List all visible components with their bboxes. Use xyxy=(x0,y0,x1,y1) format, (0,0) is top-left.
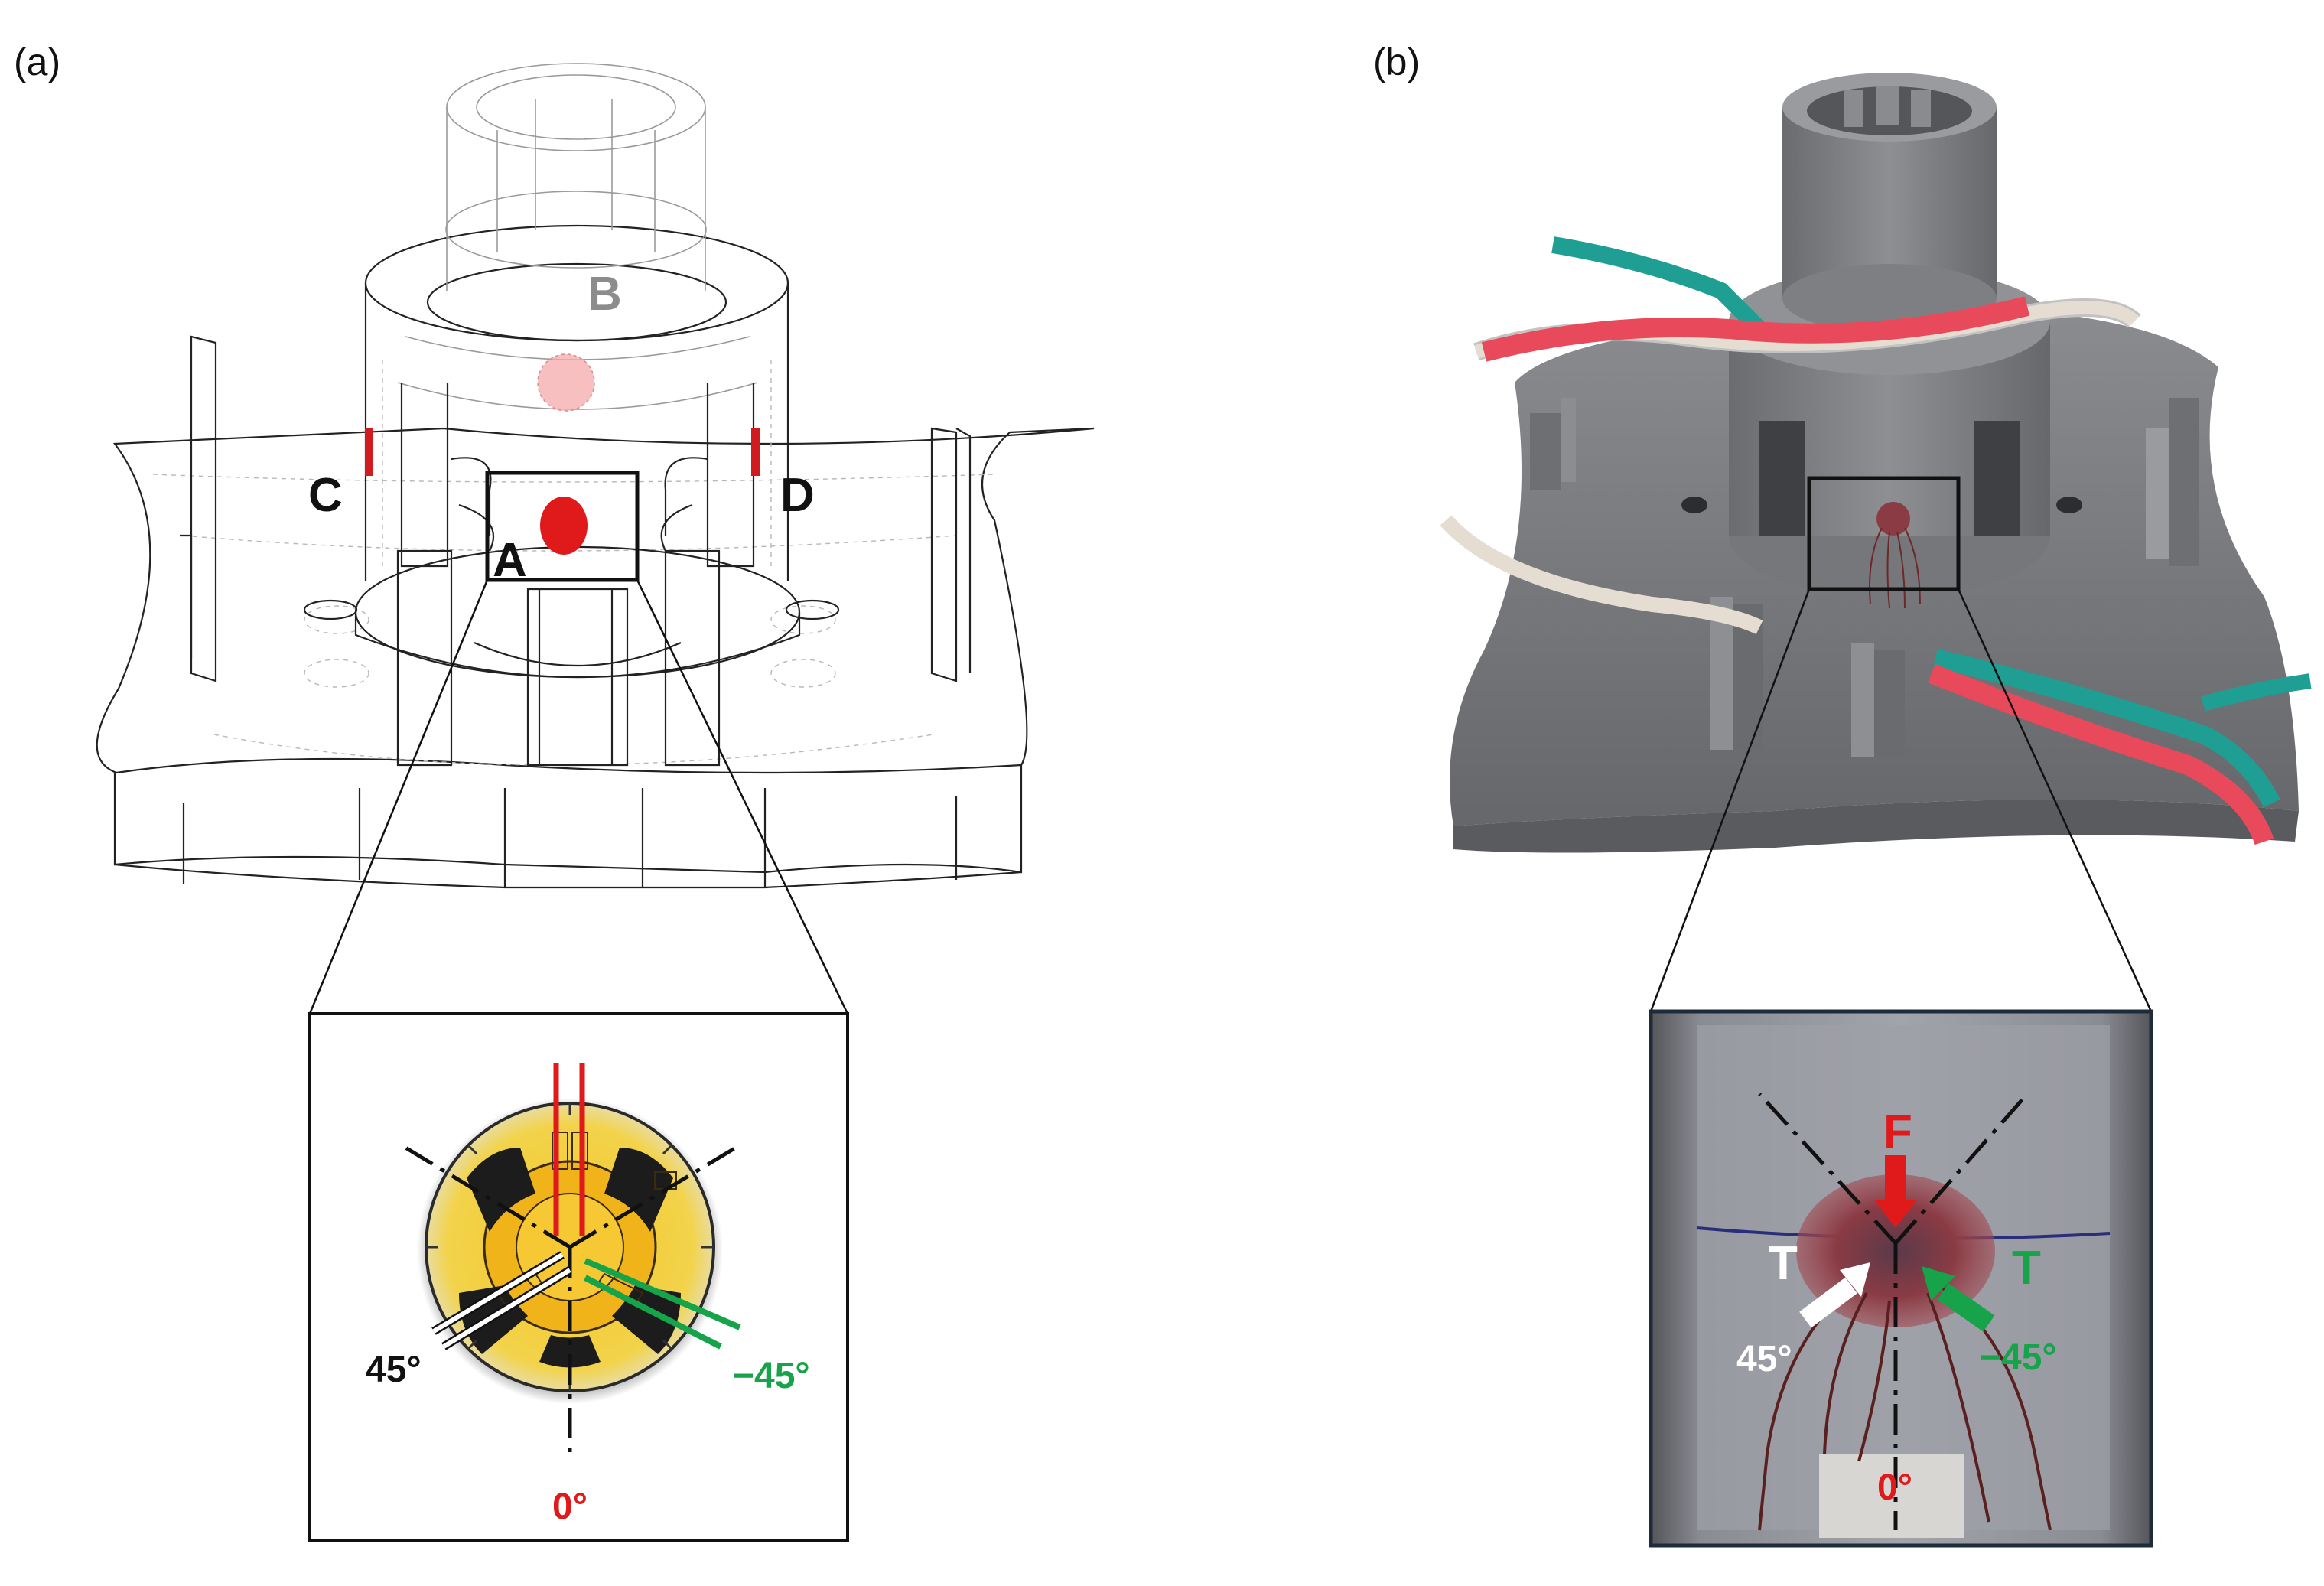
label-a: A xyxy=(493,534,527,587)
zoom-a-angle-45: 45° xyxy=(366,1350,422,1390)
zoom-b-angle-neg45: −45° xyxy=(1980,1337,2057,1378)
zoom-b-angle-0: 0° xyxy=(1877,1467,1912,1508)
zoom-connector-right-a xyxy=(636,579,849,1014)
zoom-selection-box-b xyxy=(1807,476,1961,591)
panel-a-label: (a) xyxy=(14,41,60,83)
label-b: B xyxy=(588,268,622,321)
zoom-a-angle-neg45: −45° xyxy=(733,1356,810,1396)
cad-drawing: B C D A xyxy=(96,63,1095,889)
label-d: D xyxy=(780,469,815,522)
panel-b-label: (b) xyxy=(1373,41,1420,83)
label-c: C xyxy=(308,469,343,522)
zoom-connector-left-b xyxy=(1649,588,1811,1012)
gauge-c-marker xyxy=(365,428,373,476)
zoom-b-torque-right: T xyxy=(2012,1242,2041,1295)
gauge-d-marker xyxy=(751,428,760,476)
photo-prototype xyxy=(1440,73,2312,853)
zoom-b-angle-45: 45° xyxy=(1736,1339,1792,1379)
zoom-connector-right-b xyxy=(1957,588,2153,1012)
zoom-b-torque-left: T xyxy=(1769,1237,1798,1290)
gauge-b-marker xyxy=(537,353,595,412)
zoom-box-a: 45° −45° 0° xyxy=(308,1012,849,1542)
zoom-a-angle-0: 0° xyxy=(552,1487,588,1527)
gauge-a-marker xyxy=(540,497,588,555)
zoom-b-force-label: F xyxy=(1883,1106,1912,1158)
zoom-connector-left-a xyxy=(308,579,489,1014)
zoom-box-b: F T T 45° −45° 0° xyxy=(1649,1009,2153,1548)
zoom-selection-box-a xyxy=(485,471,640,582)
